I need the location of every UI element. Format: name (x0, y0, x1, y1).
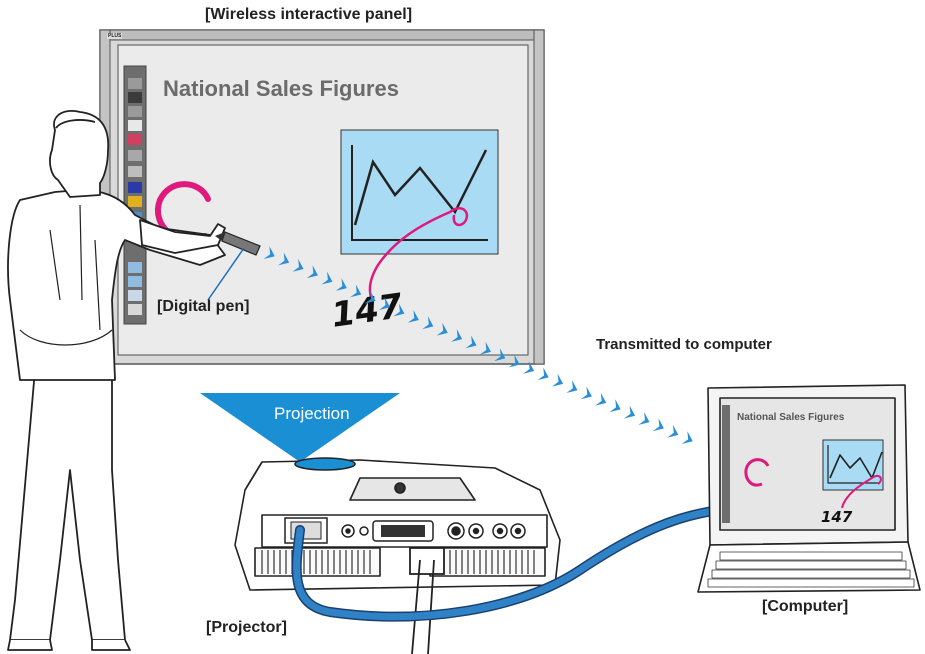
wireless-arrows (263, 246, 693, 444)
laptop-screen-title: National Sales Figures (737, 412, 845, 423)
panel-caption: [Wireless interactive panel] (205, 6, 413, 23)
arrow-chevron-icon (681, 431, 693, 444)
arrow-chevron-icon (393, 303, 405, 317)
arrow-chevron-icon (407, 309, 419, 323)
svideo-port-icon (447, 522, 526, 540)
computer-caption: [Computer] (762, 598, 849, 615)
laptop-handwritten-number: 147 (821, 508, 853, 526)
person (7, 110, 226, 651)
arrow-chevron-icon (335, 278, 347, 291)
arrow-chevron-icon (667, 424, 679, 438)
arrow-chevron-icon (350, 284, 362, 298)
brand-label: PLUS (107, 33, 123, 39)
arrow-chevron-icon (364, 290, 376, 304)
arrow-chevron-icon (465, 335, 477, 349)
digital-pen (215, 231, 261, 256)
arrow-chevron-icon (494, 348, 506, 362)
rca-port-icon (341, 524, 369, 538)
pen-leader-line (207, 247, 245, 301)
arrow-chevron-icon (422, 316, 434, 330)
arrow-chevron-icon (306, 265, 318, 279)
power-cable (409, 547, 445, 654)
dvi-port-icon (372, 520, 434, 542)
arrow-chevron-icon (566, 380, 578, 393)
arrow-chevron-icon (595, 392, 607, 406)
projection-caption: Projection (274, 404, 350, 423)
vga-port-icon (284, 517, 328, 544)
arrow-chevron-icon (638, 412, 650, 425)
arrow-chevron-icon (551, 373, 564, 387)
arrow-chevron-icon (451, 329, 463, 342)
laptop (697, 384, 921, 593)
tool-palette-icon (123, 65, 147, 325)
arrow-chevron-icon (580, 386, 592, 400)
arrow-chevron-icon (321, 271, 333, 285)
arrow-chevron-icon (436, 322, 448, 336)
arrow-chevron-icon (623, 405, 636, 419)
transmitted-caption: Transmitted to computer (596, 336, 772, 353)
arrow-chevron-icon (652, 418, 664, 432)
arrow-chevron-icon (523, 360, 535, 374)
board-chart (340, 129, 499, 255)
arrow-chevron-icon (292, 258, 304, 272)
arrow-chevron-icon (508, 354, 520, 368)
arrow-chevron-icon (378, 297, 391, 310)
arrow-chevron-icon (278, 252, 290, 266)
arrow-chevron-icon (537, 367, 549, 381)
board-pen-stroke (368, 207, 469, 302)
arrow-chevron-icon (609, 399, 621, 413)
arrow-chevron-icon (263, 246, 275, 259)
arrow-chevron-icon (479, 341, 491, 355)
projector-caption: [Projector] (206, 619, 287, 636)
digital-pen-caption: [Digital pen] (157, 298, 250, 315)
board-handwritten-number: 147 (329, 286, 405, 336)
projection-beam (200, 393, 400, 462)
screen-title: National Sales Figures (163, 76, 399, 101)
